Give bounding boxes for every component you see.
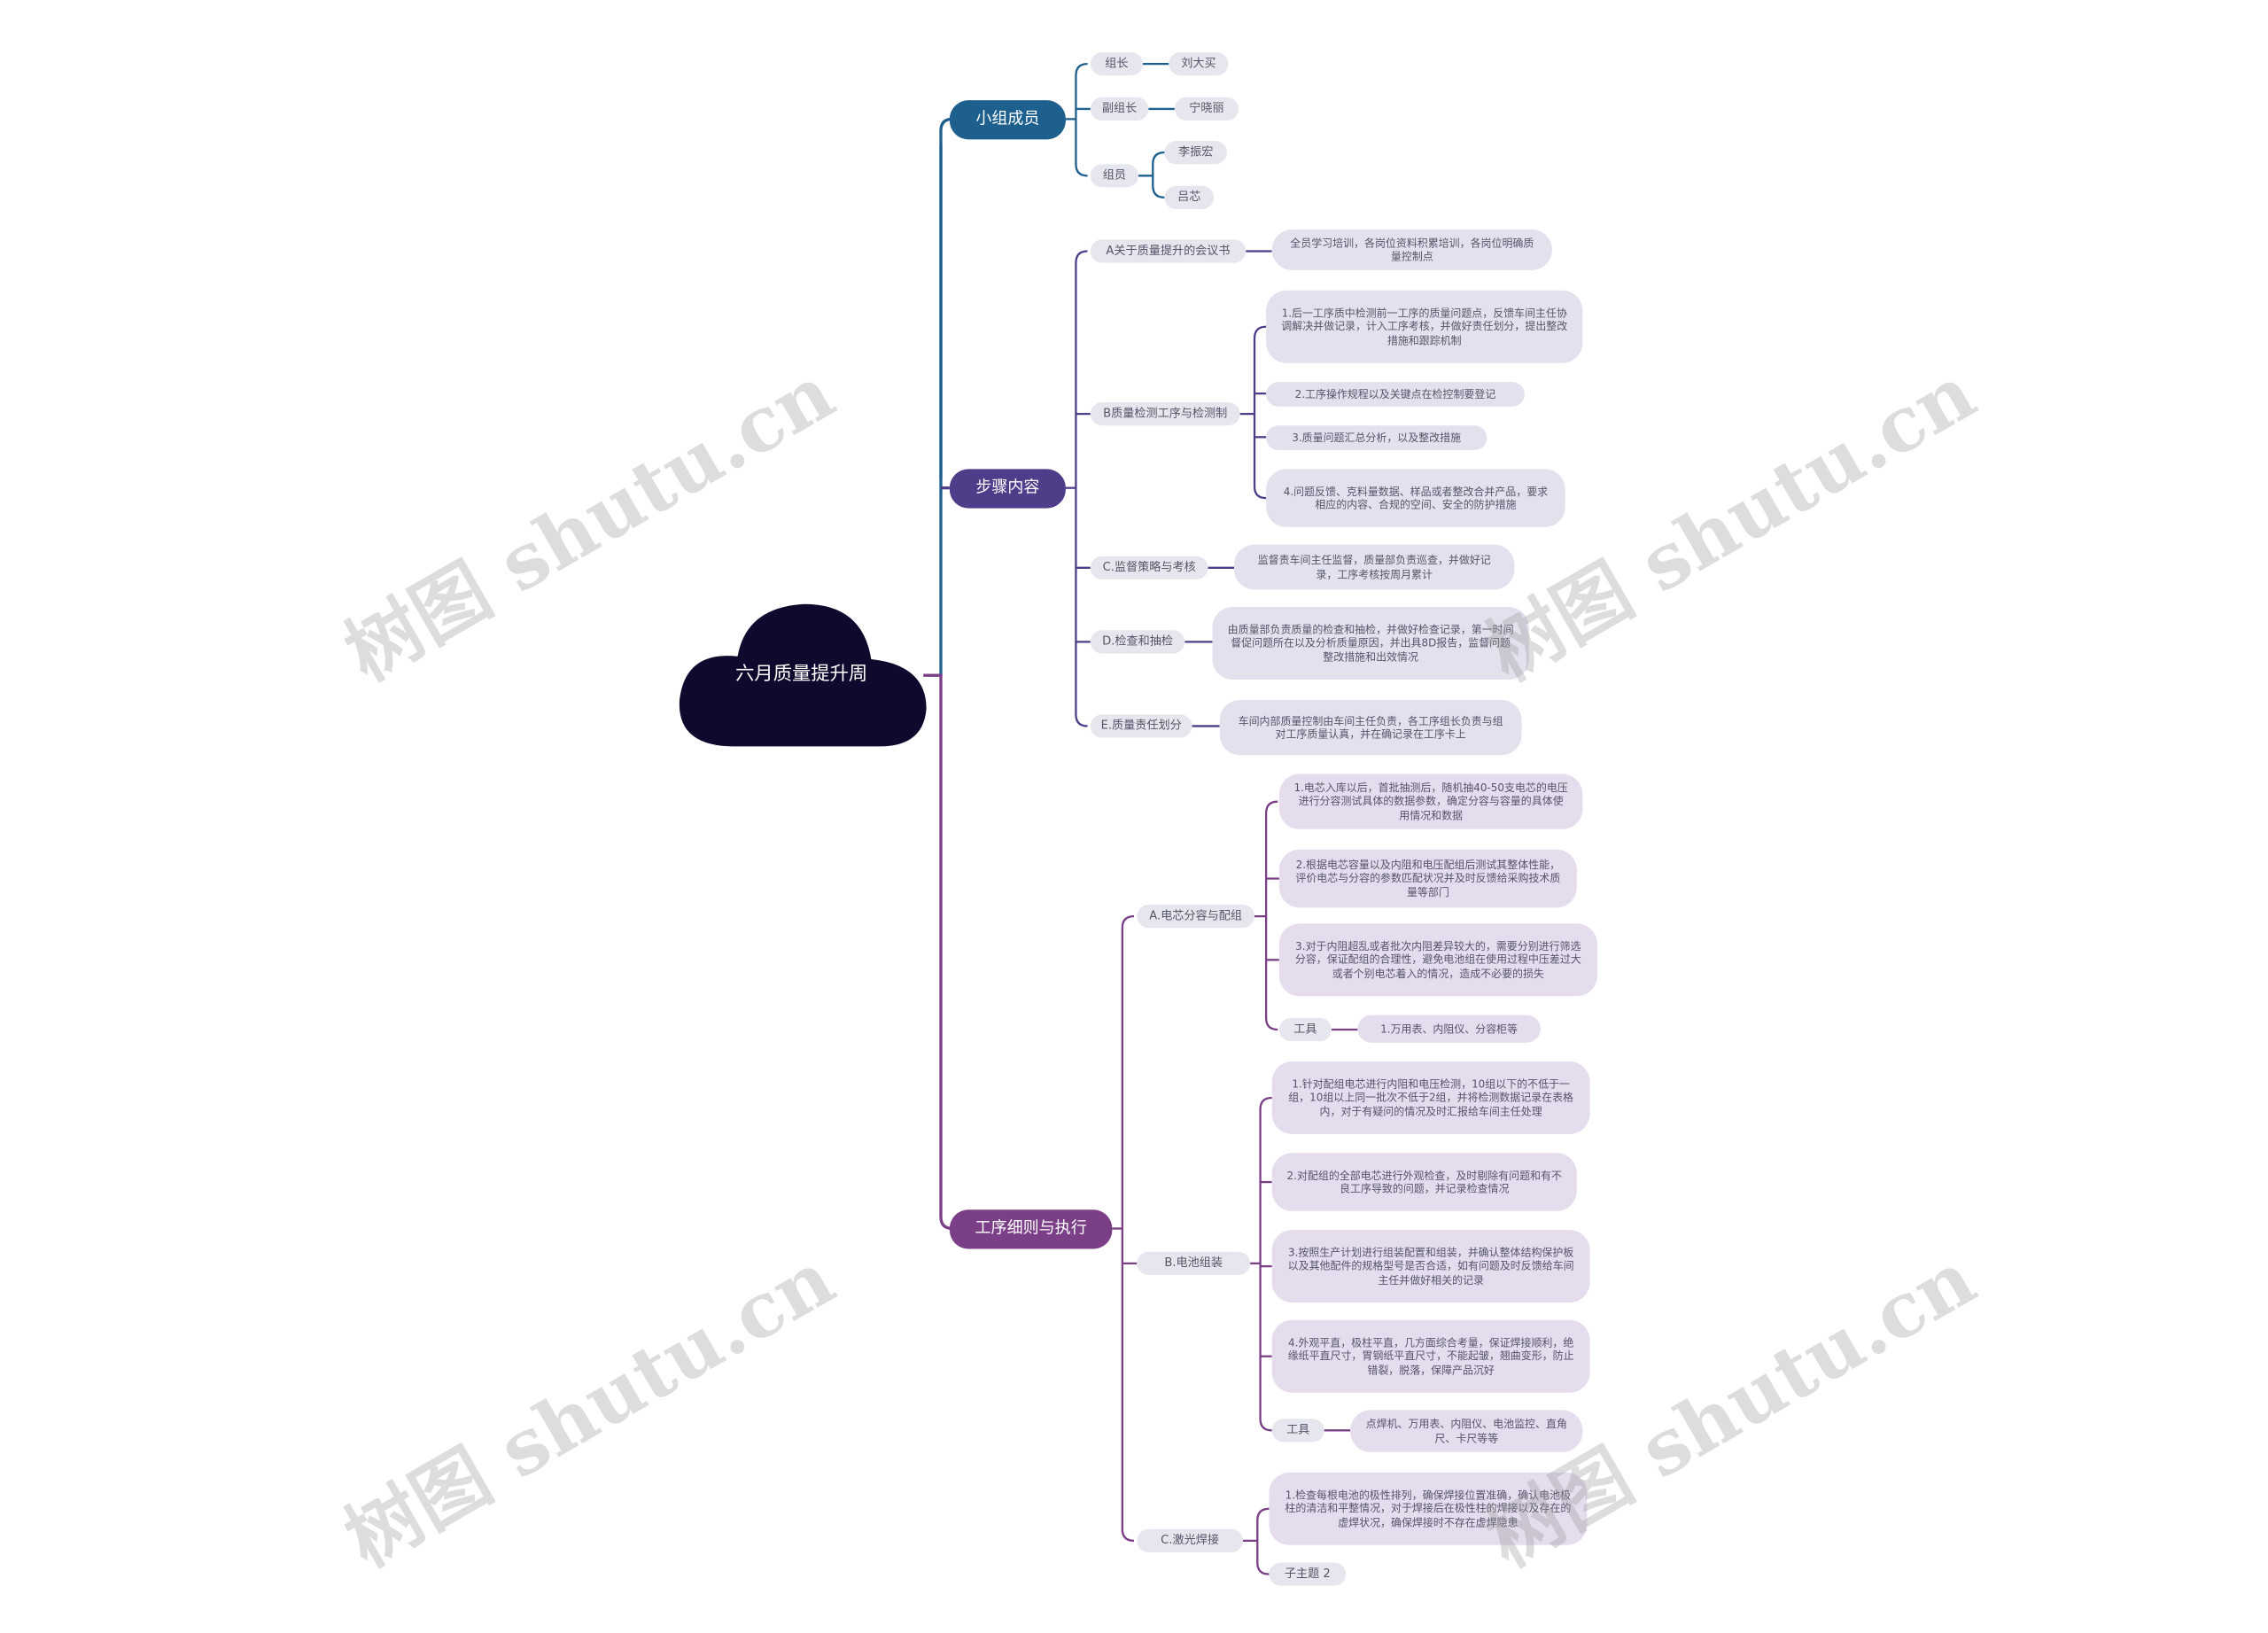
members-deputy[interactable]: 副组长 [1090,97,1149,121]
process-b-item-3[interactable]: 3.按照生产计划进行组装配置和组装，并确认整体结构保护板以及其他配件的规格型号是… [1271,1230,1590,1303]
connector-line [1264,800,1278,1031]
branch-steps-label: 步骤内容 [975,478,1040,498]
steps-b[interactable]: B质量检测工序与检测制 [1090,401,1240,426]
steps-d[interactable]: D.检查和抽检 [1090,630,1185,654]
connector-line [1259,1096,1272,1432]
process-a-tool-label[interactable]: 工具 [1278,1017,1332,1042]
process-c-item-1[interactable]: 1.检查每根电池的极性排列，确保焊接位置准确，确认电池极柱的清洁和平整情况，对于… [1269,1472,1588,1545]
connector-line [1121,914,1135,1543]
connector-line [1152,151,1165,199]
connector-line [923,673,953,1231]
steps-e-item-1[interactable]: 车间内部质量控制由车间主任负责，各工序组长负责与组对工序质量认真，并在确记录在工… [1219,699,1522,756]
steps-b-item-4[interactable]: 4.问题反馈、克料量数据、样品或者整改合并产品，要求相应的内容、合规的空间、安全… [1266,469,1565,527]
steps-b-item-1[interactable]: 1.后一工序质中检测前一工序的质量问题点，反馈车间主任协调解决并做记录，计入工序… [1266,290,1583,363]
process-a-item-2[interactable]: 2.根据电芯容量以及内阻和电压配组后测试其整体性能，评价电芯与分容的参数匹配状况… [1278,849,1577,908]
steps-e[interactable]: E.质量责任划分 [1090,714,1192,738]
connector-line [923,117,953,677]
branch-members-label: 小组成员 [975,109,1040,128]
process-b-item-1[interactable]: 1.针对配组电芯进行内阻和电压检测，10组以下的不低于一组，10组以上同一批次不… [1271,1061,1590,1134]
process-a-item-3[interactable]: 3.对于内阻超乱或者批次内阻差异较大的，需要分别进行筛选分容，保证配组的合理性，… [1278,923,1597,997]
root-cloud-icon [679,603,927,747]
process-b[interactable]: B.电池组装 [1137,1251,1251,1275]
branch-process[interactable]: 工序细则与执行 [949,1209,1113,1249]
process-b-item-4[interactable]: 4.外观平直，极柱平直，几方面综合考量，保证焊接顺利，绝缘纸平直尺寸，胃钢纸平直… [1271,1319,1590,1393]
process-a-tool-value[interactable]: 1.万用表、内阻仪、分容柜等 [1357,1015,1541,1043]
branch-steps[interactable]: 步骤内容 [949,469,1066,509]
members-leader[interactable]: 组长 [1090,52,1143,76]
connector-line [1075,250,1088,727]
members-group[interactable]: 组员 [1090,164,1138,188]
steps-a-item-1[interactable]: 全员学习培训，各岗位资料积累培训，各岗位明确质量控制点 [1271,229,1552,270]
process-b-item-2[interactable]: 2.对配组的全部电芯进行外观检查，及时剔除有问题和有不良工序导致的问题，并记录检… [1271,1153,1577,1211]
branch-members[interactable]: 小组成员 [949,100,1066,140]
process-c-item-2[interactable]: 子主题 2 [1269,1562,1347,1586]
members-group-name-2[interactable]: 吕芯 [1164,185,1215,210]
steps-d-item-1[interactable]: 由质量部负责质量的检查和抽检，并做好检查记录，第一时间督促问题所在以及分析质量原… [1212,607,1529,680]
connector-line [1075,62,1088,177]
branch-process-label: 工序细则与执行 [975,1218,1087,1238]
root-topic[interactable]: 六月质量提升周 [735,663,868,686]
steps-b-item-2[interactable]: 2.工序操作规程以及关键点在检控制要登记 [1266,382,1525,407]
steps-c-item-1[interactable]: 监督责车间主任监督，质量部负责巡查，并做好记录，工序考核按周月累计 [1234,544,1515,590]
process-c[interactable]: C.激光焊接 [1137,1528,1243,1552]
steps-b-item-3[interactable]: 3.质量问题汇总分析，以及整改措施 [1266,425,1487,451]
steps-c[interactable]: C.监督策略与考核 [1090,556,1208,579]
process-a-item-1[interactable]: 1.电芯入库以后，首批抽测后，随机抽40-50支电芯的电压进行分容测试具体的数据… [1278,774,1583,829]
members-group-name-1[interactable]: 李振宏 [1164,140,1227,165]
connector-line [1256,1507,1270,1575]
process-b-tool-value[interactable]: 点焊机、万用表、内阻仪、电池监控、直角尺、卡尺等等 [1350,1410,1583,1452]
connector-line [1253,325,1267,500]
process-a[interactable]: A.电芯分容与配组 [1137,905,1255,929]
members-deputy-name[interactable]: 宁晓丽 [1174,97,1239,121]
steps-a[interactable]: A关于质量提升的会议书 [1090,239,1247,263]
members-leader-name[interactable]: 刘大买 [1169,52,1229,76]
process-b-tool-label[interactable]: 工具 [1271,1419,1324,1442]
